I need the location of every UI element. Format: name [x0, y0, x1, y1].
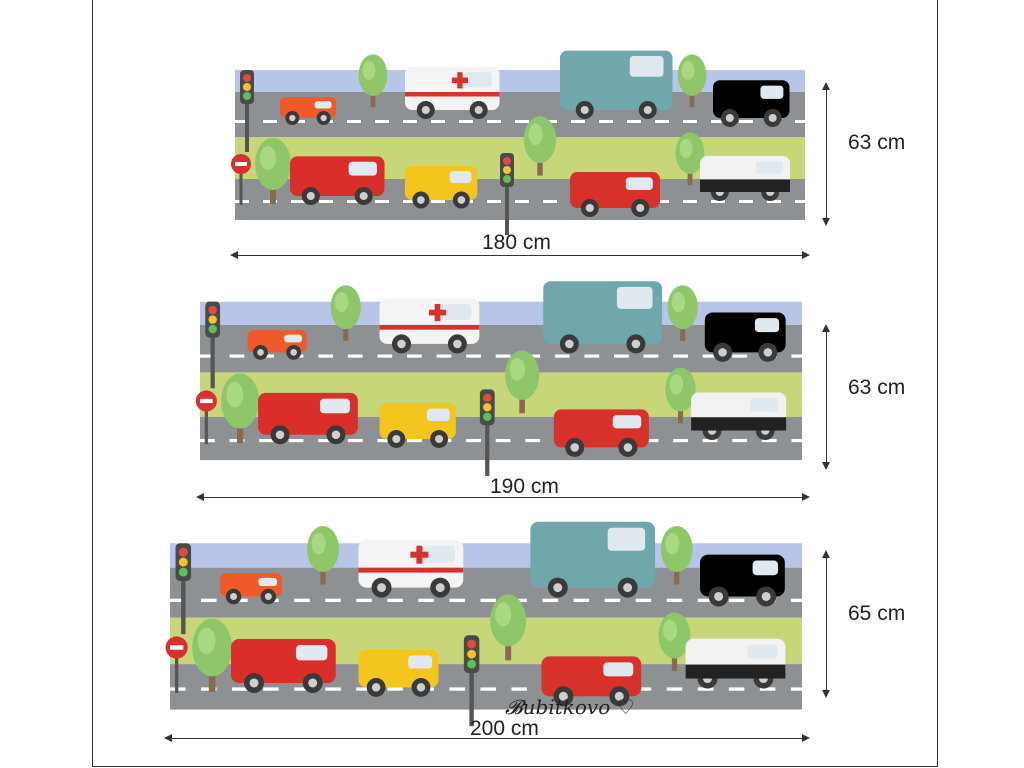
width-dimension-line-1	[230, 251, 810, 259]
wall-sticker-panel-2	[195, 270, 807, 476]
pickup-truck-icon	[541, 656, 642, 707]
police-car-icon	[700, 156, 790, 201]
tree-icon	[192, 618, 233, 692]
height-dimension-line-2	[822, 324, 830, 470]
tree-icon	[658, 612, 691, 671]
police-car-icon	[685, 638, 786, 689]
police-car-icon	[691, 392, 787, 441]
fire-truck-icon	[258, 392, 358, 445]
traffic-light-icon	[205, 301, 221, 389]
scooter-icon	[280, 97, 336, 125]
road-illustration	[165, 521, 807, 727]
height-label-3: 65 cm	[848, 602, 906, 625]
traffic-light-icon	[240, 70, 254, 152]
no-entry-sign-icon	[195, 390, 217, 445]
height-label-2: 63 cm	[848, 376, 906, 399]
width-label-1: 180 cm	[482, 231, 551, 254]
pickup-truck-icon	[553, 409, 649, 457]
polka-dot-car-icon	[713, 80, 790, 127]
road-illustration	[195, 281, 807, 476]
tree-icon	[665, 367, 696, 424]
traffic-light-icon	[175, 543, 192, 635]
fire-truck-icon	[290, 156, 385, 205]
tree-icon	[330, 285, 361, 341]
bulldozer-icon	[358, 649, 439, 697]
polka-dot-car-icon	[704, 312, 786, 362]
bulldozer-icon	[379, 403, 456, 448]
width-label-2: 190 cm	[490, 475, 559, 498]
no-entry-sign-icon	[231, 154, 251, 205]
tree-icon	[307, 525, 339, 585]
tree-icon	[523, 116, 557, 176]
width-label-3: 200 cm	[470, 717, 539, 740]
tree-icon	[490, 594, 527, 661]
height-dimension-line-1	[822, 82, 830, 226]
road-illustration	[231, 50, 809, 235]
ambulance-icon	[379, 298, 480, 354]
bulldozer-icon	[405, 166, 478, 209]
ambulance-icon	[358, 539, 464, 598]
fire-truck-icon	[230, 639, 336, 693]
height-label-1: 63 cm	[848, 131, 906, 154]
brand-logo: 𝓑ubitkovo ♡	[505, 695, 635, 719]
sheet-frame	[92, 0, 938, 767]
tree-icon	[677, 54, 707, 108]
scooter-icon	[219, 573, 282, 605]
tree-icon	[667, 285, 698, 341]
bus-icon	[543, 281, 663, 354]
polka-dot-car-icon	[699, 554, 785, 607]
no-entry-sign-icon	[165, 636, 188, 693]
height-dimension-line-3	[822, 550, 830, 698]
wall-sticker-panel-3	[165, 510, 807, 727]
bus-icon	[530, 521, 656, 598]
ambulance-icon	[405, 66, 500, 119]
scooter-icon	[247, 330, 307, 360]
width-dimension-line-3	[164, 734, 810, 742]
wall-sticker-panel-1	[231, 40, 809, 235]
tree-icon	[660, 525, 693, 585]
tree-icon	[221, 373, 260, 444]
pickup-truck-icon	[570, 172, 660, 217]
tree-icon	[675, 132, 705, 186]
traffic-light-icon	[463, 635, 480, 727]
bus-icon	[560, 50, 673, 119]
tree-icon	[255, 138, 291, 204]
width-dimension-line-2	[196, 493, 810, 501]
traffic-light-icon	[500, 153, 514, 235]
tree-icon	[505, 350, 540, 414]
traffic-light-icon	[479, 389, 495, 476]
tree-icon	[358, 54, 388, 108]
